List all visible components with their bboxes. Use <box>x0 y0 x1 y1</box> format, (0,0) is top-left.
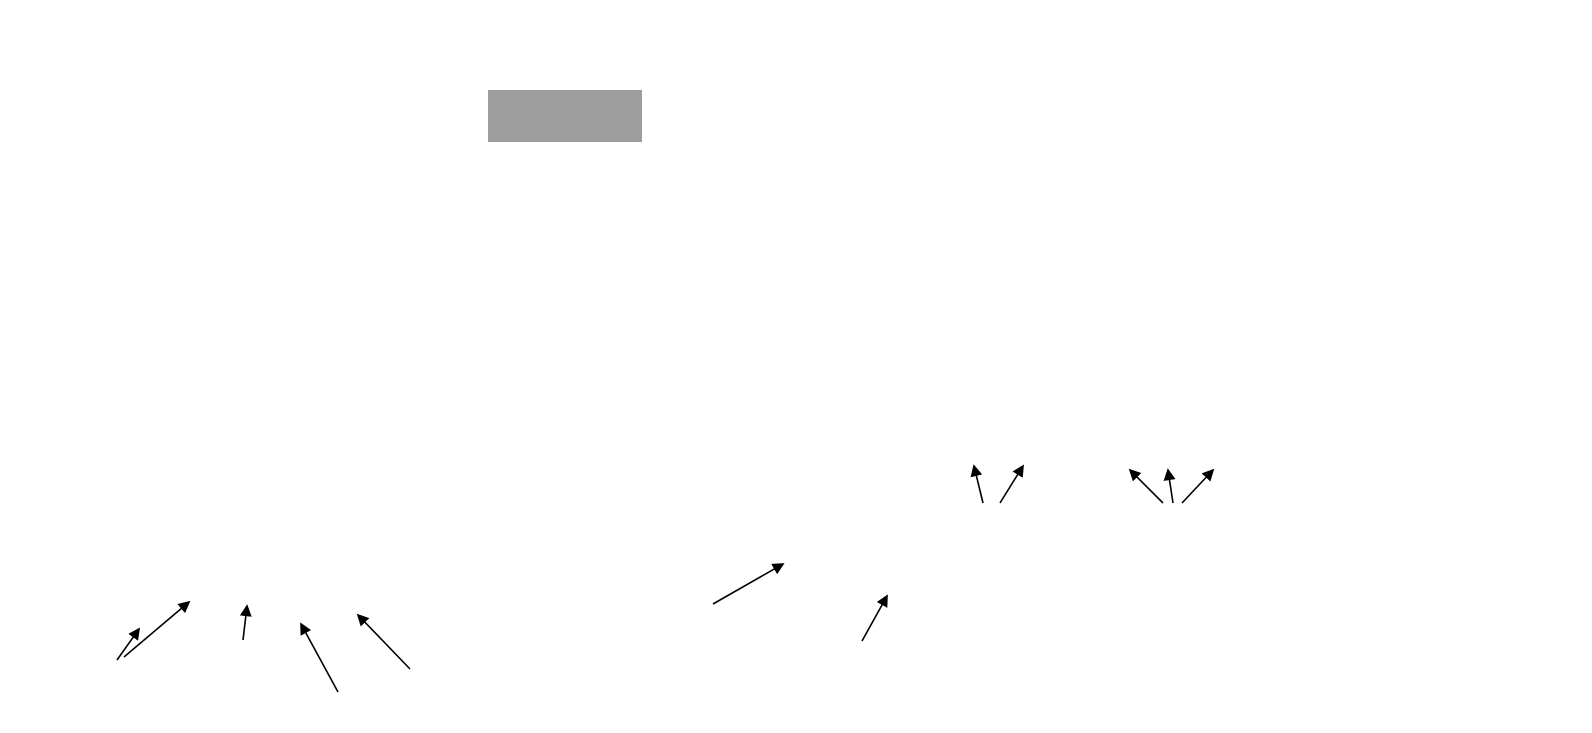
colorbar-ticks <box>479 5 685 17</box>
colorbar-ticks <box>1310 5 1512 17</box>
heatmap-vaf <box>118 75 426 431</box>
annotation-kmt2a-ptd-box <box>488 90 642 142</box>
panel-rna <box>950 0 1242 733</box>
panel-fusion <box>738 0 940 733</box>
colorbar-ticks <box>169 5 375 17</box>
colorbar-rna <box>995 4 1197 29</box>
heatmap-protein <box>1262 75 1560 431</box>
colorbar-vaf <box>169 4 375 29</box>
y-axis-labels <box>0 75 114 431</box>
heatmap-fusion <box>738 75 940 431</box>
colorbar-cnv <box>479 4 685 29</box>
colorbar-fusion <box>768 4 910 29</box>
panel-protein <box>1262 0 1560 733</box>
colorbar-ticks <box>995 5 1197 17</box>
colorbar-protein <box>1310 4 1512 29</box>
heatmap-rna <box>950 75 1242 431</box>
colorbar-ticks <box>768 5 910 17</box>
colorbar-gradient <box>479 17 685 29</box>
colorbar-gradient <box>169 17 375 29</box>
colorbar-gradient <box>768 17 910 29</box>
panel-vaf <box>118 0 426 733</box>
colorbar-gradient <box>995 17 1197 29</box>
colorbar-gradient <box>1310 17 1512 29</box>
